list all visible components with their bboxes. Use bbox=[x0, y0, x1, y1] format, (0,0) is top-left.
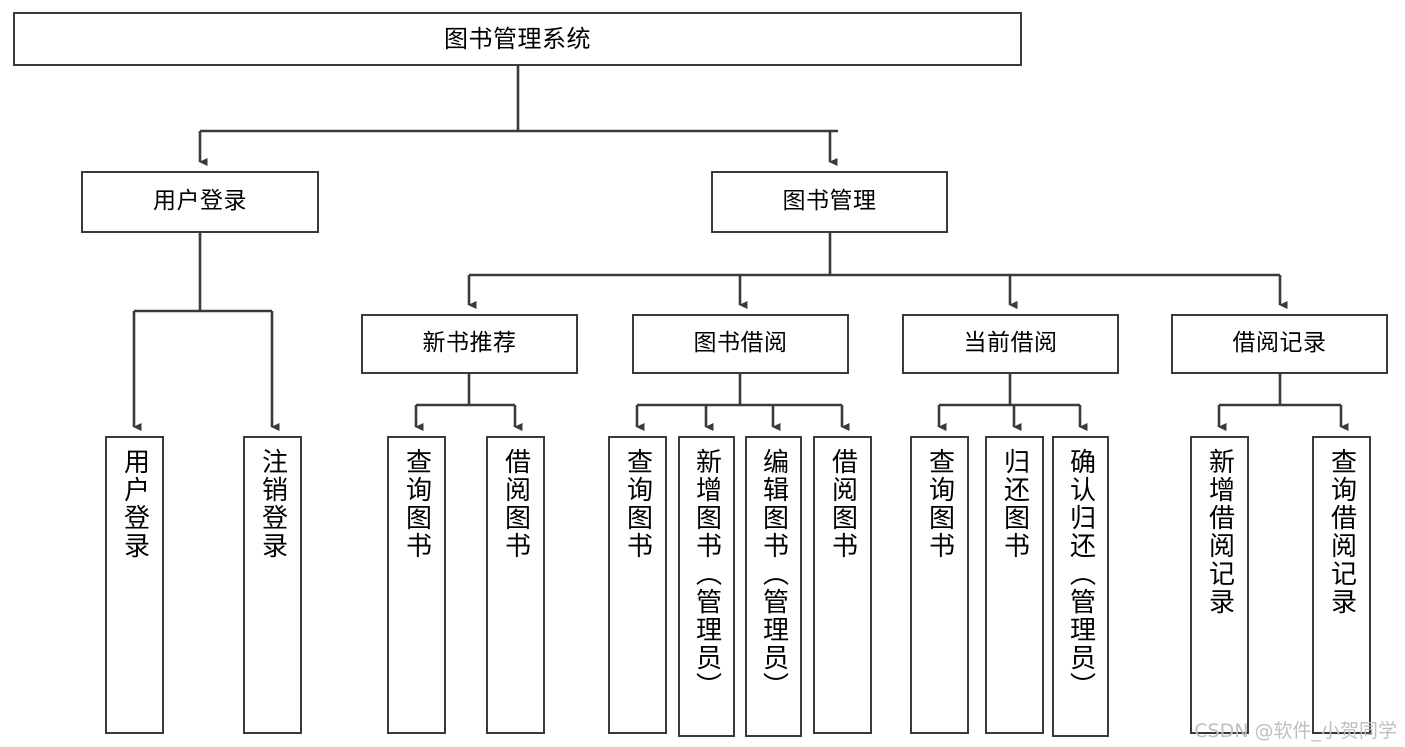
leaf-borrow-book-1-label: 借阅图书 bbox=[500, 448, 531, 560]
leaf-query-borrow-record[interactable]: 查询借阅记录 bbox=[1312, 436, 1371, 734]
csdn-watermark: CSDN @软件_小贺同学 bbox=[1194, 720, 1397, 742]
leaf-return-book-label: 归还图书 bbox=[999, 448, 1030, 560]
leaf-add-book[interactable]: 新增图书（管理员） bbox=[678, 436, 735, 737]
node-root-label: 图书管理系统 bbox=[444, 24, 591, 53]
node-book-management-label: 图书管理 bbox=[782, 188, 877, 215]
node-borrowing-records-label: 借阅记录 bbox=[1232, 330, 1327, 357]
leaf-return-book[interactable]: 归还图书 bbox=[985, 436, 1044, 734]
leaf-logout[interactable]: 注销登录 bbox=[243, 436, 302, 734]
node-user-login[interactable]: 用户登录 bbox=[81, 171, 319, 233]
node-new-book-recommendation[interactable]: 新书推荐 bbox=[361, 314, 578, 374]
node-current-borrowing[interactable]: 当前借阅 bbox=[902, 314, 1119, 374]
leaf-confirm-return[interactable]: 确认归还（管理员） bbox=[1052, 436, 1109, 737]
leaf-user-login-label: 用户登录 bbox=[119, 448, 150, 560]
leaf-edit-book[interactable]: 编辑图书（管理员） bbox=[745, 436, 802, 737]
leaf-logout-label: 注销登录 bbox=[257, 448, 288, 560]
node-root[interactable]: 图书管理系统 bbox=[13, 12, 1022, 66]
leaf-confirm-return-label: 确认归还（管理员） bbox=[1065, 448, 1096, 700]
leaf-user-login[interactable]: 用户登录 bbox=[105, 436, 164, 734]
node-book-borrowing-label: 图书借阅 bbox=[693, 330, 788, 357]
leaf-add-book-label: 新增图书（管理员） bbox=[691, 448, 722, 700]
node-new-book-recommendation-label: 新书推荐 bbox=[422, 330, 517, 357]
leaf-query-book-3-label: 查询图书 bbox=[924, 448, 955, 560]
leaf-add-borrow-record-label: 新增借阅记录 bbox=[1204, 448, 1235, 616]
node-user-login-label: 用户登录 bbox=[153, 188, 247, 215]
leaf-query-book-2[interactable]: 查询图书 bbox=[608, 436, 667, 734]
leaf-query-book-3[interactable]: 查询图书 bbox=[910, 436, 969, 734]
leaf-query-book-1[interactable]: 查询图书 bbox=[387, 436, 446, 734]
node-book-management[interactable]: 图书管理 bbox=[711, 171, 948, 233]
leaf-borrow-book-2-label: 借阅图书 bbox=[827, 448, 858, 560]
node-book-borrowing[interactable]: 图书借阅 bbox=[632, 314, 849, 374]
leaf-query-book-2-label: 查询图书 bbox=[622, 448, 653, 560]
node-current-borrowing-label: 当前借阅 bbox=[963, 330, 1058, 357]
leaf-borrow-book-2[interactable]: 借阅图书 bbox=[813, 436, 872, 734]
leaf-add-borrow-record[interactable]: 新增借阅记录 bbox=[1190, 436, 1249, 734]
leaf-edit-book-label: 编辑图书（管理员） bbox=[758, 448, 789, 700]
leaf-query-borrow-record-label: 查询借阅记录 bbox=[1326, 448, 1357, 616]
leaf-query-book-1-label: 查询图书 bbox=[401, 448, 432, 560]
node-borrowing-records[interactable]: 借阅记录 bbox=[1171, 314, 1388, 374]
leaf-borrow-book-1[interactable]: 借阅图书 bbox=[486, 436, 545, 734]
